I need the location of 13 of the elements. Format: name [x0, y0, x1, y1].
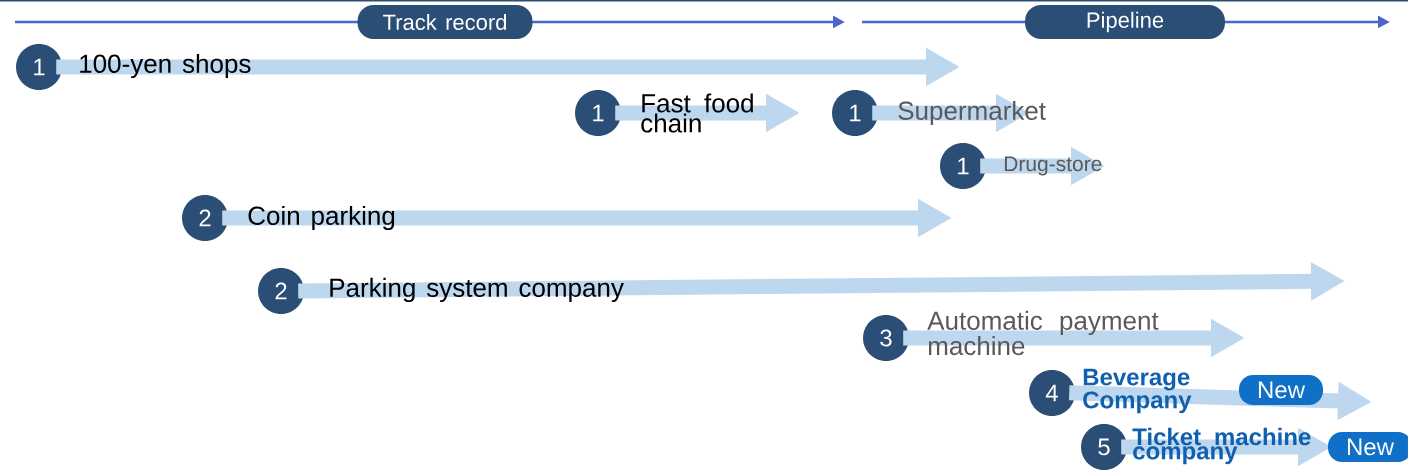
item-label: Drug-store — [1004, 156, 1102, 176]
new-badge: New — [1328, 432, 1408, 462]
section-pill: Pipeline — [1025, 5, 1225, 39]
item-label: Supermarket — [898, 100, 1046, 126]
item-label: Automatic payment machine — [927, 310, 1159, 356]
section-pill: Track record — [357, 5, 533, 39]
item-label: Coin parking — [248, 205, 395, 231]
item-label: Beverage Company — [1083, 368, 1192, 414]
item-label: 100-yen shops — [80, 53, 251, 79]
item-label: Parking system company — [330, 277, 624, 303]
item-label: Ticket machine company — [1132, 427, 1311, 465]
new-badge: New — [1239, 375, 1323, 405]
item-label: Fast food chain — [641, 93, 753, 133]
